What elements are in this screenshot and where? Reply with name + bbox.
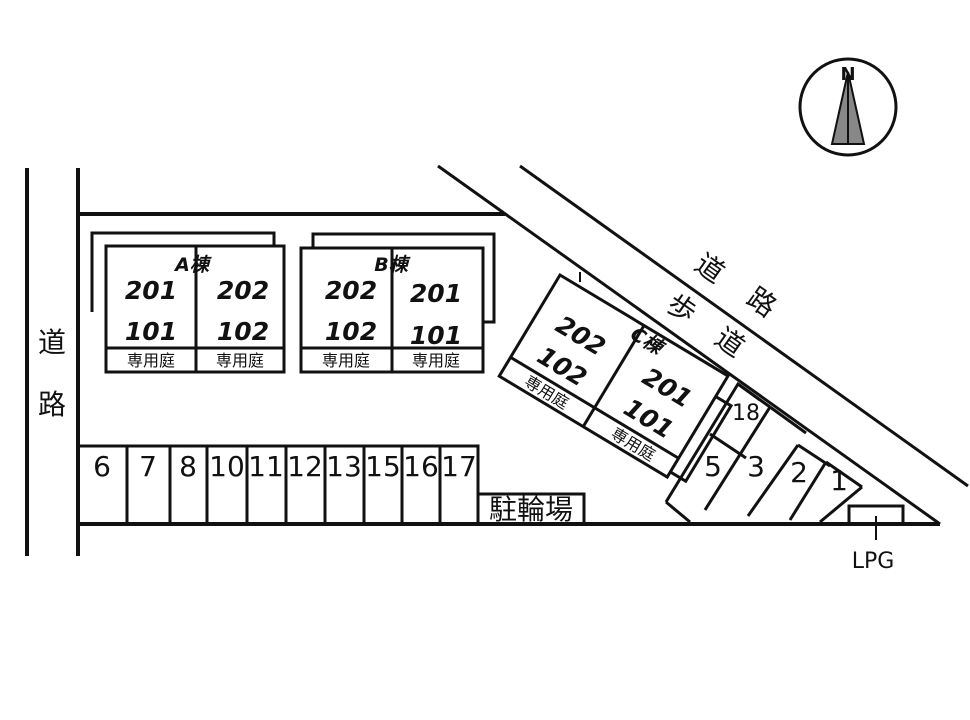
unit-a-202: 202 <box>217 276 269 305</box>
building-b: B棟 202 201 102 101 専用庭 専用庭 <box>299 232 496 374</box>
building-b-label: B棟 <box>374 254 410 276</box>
garden-b-1: 専用庭 <box>322 351 370 370</box>
compass-icon: N <box>798 57 898 157</box>
garden-a-1: 専用庭 <box>127 351 175 370</box>
parking-diagonal: 18 5 3 2 1 <box>664 381 863 524</box>
diagonal-road-label-1: 道 <box>689 247 731 290</box>
parking-space-12: 12 <box>287 450 323 483</box>
unit-b-202: 202 <box>325 276 377 305</box>
lpg-tank: LPG <box>847 504 905 574</box>
unit-b-201: 201 <box>410 279 462 308</box>
parking-space-13: 13 <box>326 450 362 483</box>
road-edge <box>519 164 969 488</box>
building-c: C棟 202 102 201 101 専用庭 専用庭 <box>497 272 734 484</box>
parking-space-1: 1 <box>830 464 848 497</box>
left-road-label-1: 道 <box>38 326 66 359</box>
parking-space-16: 16 <box>403 450 439 483</box>
parking-space-10: 10 <box>209 450 245 483</box>
parking-space-11: 11 <box>248 450 284 483</box>
unit-b-102: 102 <box>325 317 377 346</box>
left-road-label-2: 路 <box>38 388 66 421</box>
building-a: A棟 201 202 101 102 専用庭 専用庭 <box>90 231 286 374</box>
parking-row: 6 7 8 10 11 12 13 15 16 17 <box>78 444 480 524</box>
parking-space-2: 2 <box>790 456 808 489</box>
unit-a-101: 101 <box>125 317 177 346</box>
parking-space-15: 15 <box>365 450 401 483</box>
parking-space-8: 8 <box>179 450 197 483</box>
garden-b-2: 専用庭 <box>412 351 460 370</box>
parking-space-17: 17 <box>441 450 477 483</box>
bicycle-parking: 駐輪場 <box>478 492 586 526</box>
garden-a-2: 専用庭 <box>216 351 264 370</box>
unit-a-201: 201 <box>125 276 177 305</box>
parking-space-18: 18 <box>732 401 760 426</box>
diagonal-road-label-2: 路 <box>741 281 783 324</box>
unit-a-102: 102 <box>217 317 269 346</box>
sidewalk-edge <box>437 164 941 526</box>
bicycle-parking-label: 駐輪場 <box>489 493 573 526</box>
compass-north-label: N <box>840 64 855 85</box>
unit-b-101: 101 <box>410 321 462 350</box>
parking-space-7: 7 <box>139 450 157 483</box>
parking-space-6: 6 <box>93 450 111 483</box>
lpg-label: LPG <box>852 549 895 574</box>
parking-space-5: 5 <box>704 450 722 483</box>
parking-space-3: 3 <box>747 450 765 483</box>
building-a-label: A棟 <box>173 254 212 276</box>
